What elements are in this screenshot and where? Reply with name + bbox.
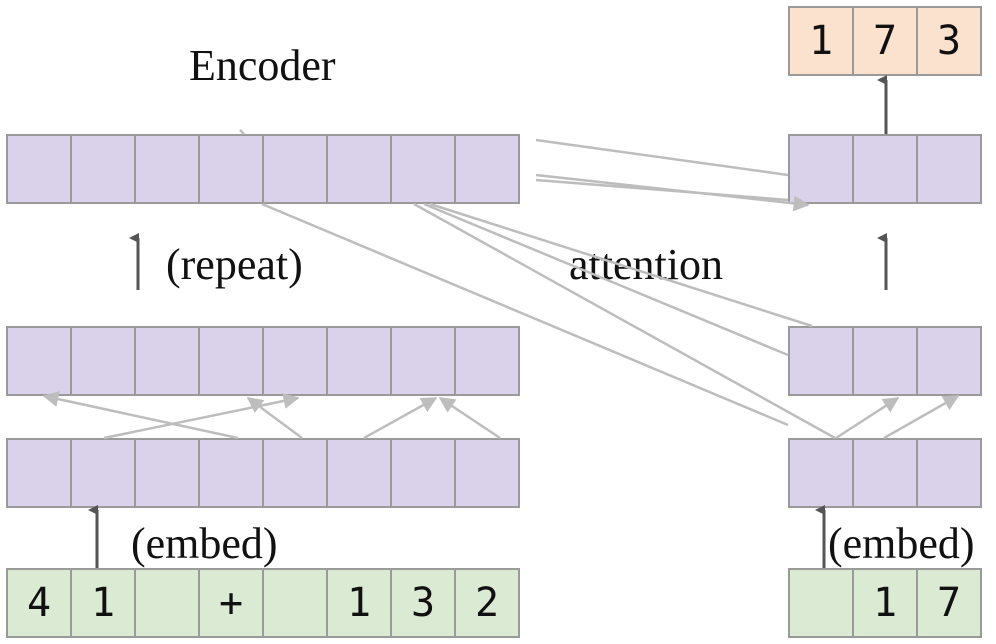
decoder-top-cell bbox=[852, 134, 918, 204]
dec-conv-line-1 bbox=[835, 396, 900, 440]
encoder-layer-row bbox=[6, 326, 520, 396]
encoder-embed-cell bbox=[198, 438, 264, 508]
decoder-top-row bbox=[788, 134, 982, 204]
encoder-embed-cell bbox=[6, 438, 72, 508]
encoder-input-token-cell: + bbox=[198, 568, 264, 638]
encoder-layer-cell bbox=[262, 326, 328, 396]
decoder-embed-cell bbox=[852, 438, 918, 508]
decoder-embed-cell bbox=[916, 438, 982, 508]
encoder-input-token-cell: 1 bbox=[326, 568, 392, 638]
encoder-top-cell bbox=[70, 134, 136, 204]
encoder-input-token-cell: 4 bbox=[6, 568, 72, 638]
encoder-top-cell bbox=[326, 134, 392, 204]
decoder-input-token-cell: 1 bbox=[852, 568, 918, 638]
encoder-top-cell bbox=[198, 134, 264, 204]
encoder-layer-cell bbox=[326, 326, 392, 396]
conv-line-2 bbox=[103, 393, 300, 440]
embed-label-left: (embed) bbox=[131, 519, 278, 568]
conv-line-1 bbox=[42, 391, 239, 440]
embed-label-right: (embed) bbox=[828, 519, 975, 568]
decoder-embed-row bbox=[788, 438, 982, 508]
decoder-output-token-cell: 1 bbox=[788, 6, 854, 76]
encoder-input-token-cell: 2 bbox=[454, 568, 520, 638]
encoder-top-cell bbox=[262, 134, 328, 204]
encoder-top-cell bbox=[390, 134, 456, 204]
encoder-layer-cell bbox=[70, 326, 136, 396]
decoder-output-token-cell: 7 bbox=[852, 6, 918, 76]
encoder-layer-cell bbox=[390, 326, 456, 396]
encoder-input-token-cell: 3 bbox=[390, 568, 456, 638]
encoder-input-token-cell bbox=[262, 568, 328, 638]
decoder-input-token-cell bbox=[788, 568, 854, 638]
encoder-embed-cell bbox=[262, 438, 328, 508]
conv-line-5 bbox=[438, 396, 501, 440]
attention-line-2 bbox=[535, 173, 810, 212]
conv-line-3 bbox=[246, 396, 303, 440]
conv-line-4 bbox=[363, 396, 438, 440]
decoder-conv-lines bbox=[835, 394, 960, 440]
encoder-embed-cell bbox=[134, 438, 200, 508]
encoder-top-cell bbox=[6, 134, 72, 204]
repeat-label: (repeat) bbox=[166, 240, 303, 289]
encoder-layer-cell bbox=[6, 326, 72, 396]
encoder-conv-lines bbox=[42, 391, 501, 440]
encoder-embed-cell bbox=[326, 438, 392, 508]
decoder-layer-row bbox=[788, 326, 982, 396]
attention-line-3 bbox=[535, 178, 789, 202]
decoder-output-token-cell: 3 bbox=[916, 6, 982, 76]
encoder-top-cell bbox=[454, 134, 520, 204]
decoder-layer-cell bbox=[852, 326, 918, 396]
decoder-embed-cell bbox=[788, 438, 854, 508]
encoder-embed-cell bbox=[390, 438, 456, 508]
encoder-layer-cell bbox=[134, 326, 200, 396]
encoder-input-token-cell bbox=[134, 568, 200, 638]
encoder-embed-cell bbox=[454, 438, 520, 508]
attention-label: attention bbox=[569, 240, 723, 289]
decoder-layer-cell bbox=[916, 326, 982, 396]
attention-line-1 bbox=[535, 138, 789, 177]
encoder-top-row bbox=[6, 134, 520, 204]
decoder-input-token-cell: 7 bbox=[916, 568, 982, 638]
decoder-layer-cell bbox=[788, 326, 854, 396]
encoder-layer-cell bbox=[198, 326, 264, 396]
encoder-embed-cell bbox=[70, 438, 136, 508]
encoder-label: Encoder bbox=[189, 41, 336, 90]
decoder-top-cell bbox=[916, 134, 982, 204]
dec-conv-line-2 bbox=[883, 394, 960, 440]
encoder-layer-cell bbox=[454, 326, 520, 396]
encoder-input-token-cell: 1 bbox=[70, 568, 136, 638]
decoder-top-cell bbox=[788, 134, 854, 204]
encoder-top-cell bbox=[134, 134, 200, 204]
encoder-embed-row bbox=[6, 438, 520, 508]
